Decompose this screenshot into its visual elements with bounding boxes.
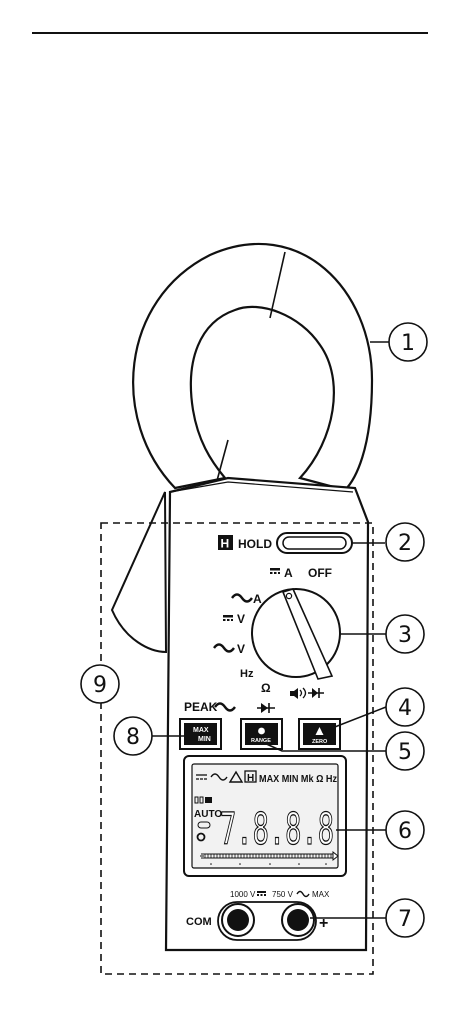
dial-label-dc-v: V — [237, 612, 245, 626]
max-min-button-top: MAX — [193, 727, 209, 734]
callout-7: 7 — [386, 899, 424, 937]
jack-rating-max: MAX — [312, 890, 330, 899]
dial-label-off: OFF — [308, 566, 332, 580]
callout-6: 6 — [386, 811, 424, 849]
range-button-label: RANGE — [251, 738, 271, 744]
dial-label-ohm: Ω — [261, 681, 271, 695]
svg-text:7: 7 — [398, 907, 412, 932]
jaw-trigger — [112, 492, 166, 652]
callout-4: 4 — [386, 688, 424, 726]
svg-text:6: 6 — [398, 819, 412, 844]
lcd-hold-badge-letter: H — [247, 773, 254, 784]
hold-label: HOLD — [238, 537, 272, 551]
com-jack-hole — [227, 909, 249, 931]
jack-rating-left: 1000 V — [230, 890, 256, 899]
hold-badge-letter: H — [221, 537, 230, 551]
vohm-jack-hole — [287, 909, 309, 931]
dial-label-ac-v: V — [237, 642, 245, 656]
svg-text:2: 2 — [398, 531, 412, 556]
dial-label-ac-a: A — [253, 592, 262, 606]
svg-text:1: 1 — [401, 331, 415, 356]
jack-com-label: COM — [186, 916, 212, 928]
jack-rating-right: 750 V — [272, 890, 294, 899]
lcd-digits: 7.8.8.8 — [220, 804, 334, 855]
peak-label: PEAK — [184, 700, 218, 714]
svg-text:3: 3 — [398, 623, 412, 648]
clamp-jaw — [133, 244, 372, 490]
lcd-annunciators: MAX MIN Mk Ω Hz — [259, 773, 337, 785]
lcd-battery-icon — [195, 797, 212, 803]
rotary-pointer-dot — [286, 593, 291, 598]
callout-3: 3 — [386, 615, 424, 653]
zero-button-label: ZERO — [312, 739, 328, 745]
dial-label-dc-a: A — [284, 566, 293, 580]
range-button-dot — [258, 728, 265, 735]
svg-text:4: 4 — [398, 696, 412, 721]
svg-text:9: 9 — [93, 673, 107, 698]
max-min-button-bottom: MIN — [198, 736, 211, 743]
hold-button[interactable] — [277, 533, 352, 553]
callout-8: 8 — [114, 717, 152, 755]
callout-5: 5 — [386, 732, 424, 770]
svg-text:5: 5 — [398, 740, 412, 765]
callout-2: 2 — [386, 523, 424, 561]
callout-1: 1 — [389, 323, 427, 361]
dial-label-hz: Hz — [240, 668, 254, 680]
callout-9: 9 — [81, 665, 119, 703]
svg-text:8: 8 — [126, 725, 140, 750]
lcd-auto: AUTO — [194, 809, 222, 820]
